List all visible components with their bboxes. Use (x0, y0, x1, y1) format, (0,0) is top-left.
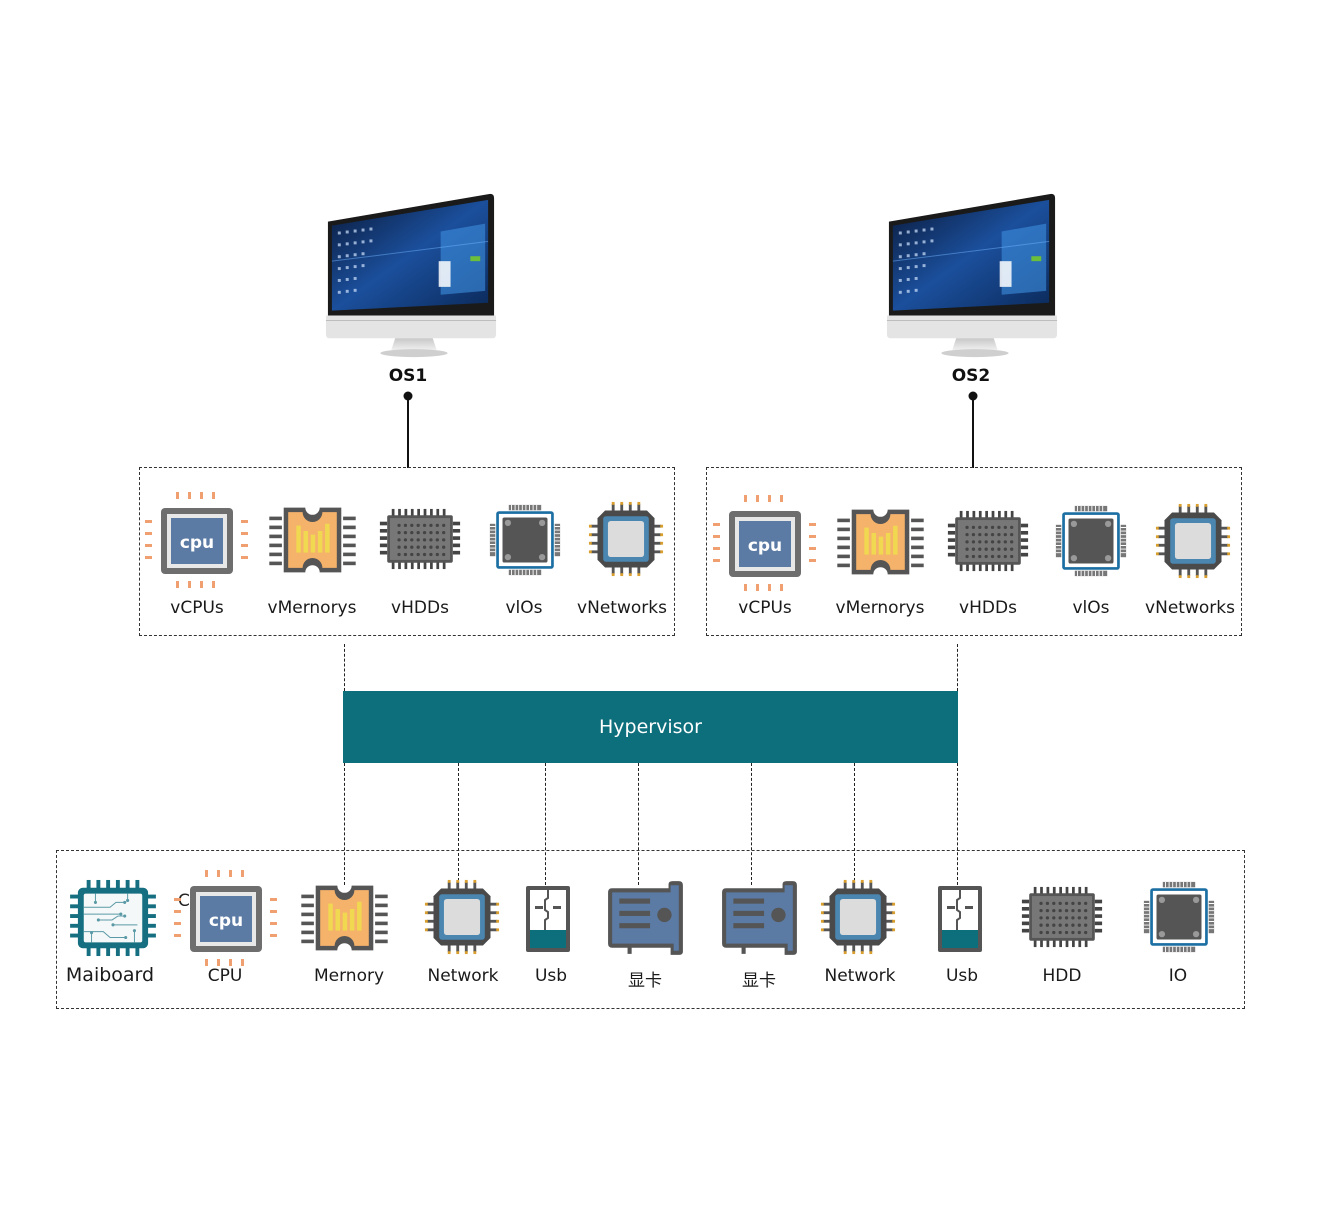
hw-usb-label: Usb (534, 966, 568, 986)
hw-gpu2-label: 显卡 (742, 971, 776, 991)
hypervisor-gpu-link (638, 763, 639, 885)
vm1-vios-label: vlOs (505, 598, 543, 618)
hw-network2-label: Network (824, 966, 896, 986)
vm2-vcpus-label: vCPUs (738, 598, 792, 618)
vm1-vcpus-label: vCPUs (170, 598, 224, 618)
hypervisor-network2-link (854, 763, 855, 881)
hdd-chip-icon (1021, 884, 1103, 950)
desktop-monitor-icon (883, 190, 1061, 362)
os2-label: OS2 (951, 366, 991, 386)
hw-io-label: IO (1168, 966, 1188, 986)
vmemory-chip-icon (833, 506, 928, 578)
hardware-box (56, 850, 1245, 1009)
vm1-vhdds-label: vHDDs (391, 598, 449, 618)
vm1-vnetworks-label: vNetworks (577, 598, 667, 618)
memory-chip-icon (297, 882, 392, 954)
vmemory-chip-icon (265, 504, 360, 576)
vnetwork-chip-icon (1155, 502, 1231, 580)
hw-hdd-label: HDD (1042, 966, 1082, 986)
hw-maiboard-label: Maiboard (65, 964, 155, 986)
hw-network-label: Network (427, 966, 499, 986)
network-chip-icon (820, 878, 896, 956)
cpu-chip-icon (172, 868, 282, 968)
hypervisor-gpu2-link (751, 763, 752, 885)
hypervisor-memory-link (344, 763, 345, 885)
vnetwork-chip-icon (588, 500, 664, 578)
stray-text: C (178, 891, 190, 911)
vm2-hypervisor-link (957, 644, 958, 691)
graphics-card-icon (605, 880, 687, 956)
vm2-vmemorys-label: vMernorys (835, 598, 925, 618)
os1-connector-line (407, 396, 409, 468)
os2-connector-line (972, 396, 974, 468)
hw-cpu-label: CPU (207, 966, 243, 986)
graphics-card-icon (719, 880, 801, 956)
os1-label: OS1 (388, 366, 428, 386)
vm2-vnetworks-label: vNetworks (1145, 598, 1235, 618)
hypervisor-usb2-link (957, 763, 958, 885)
usb-icon (521, 884, 579, 954)
hypervisor-usb-link (545, 763, 546, 885)
vio-chip-icon (489, 503, 561, 577)
io-chip-icon (1143, 880, 1215, 954)
motherboard-chip-icon (69, 879, 157, 957)
desktop-monitor-icon (322, 190, 500, 362)
vm2-resources-box (706, 467, 1242, 636)
vcpu-chip-icon (143, 490, 253, 590)
hw-usb2-label: Usb (945, 966, 979, 986)
hw-gpu-label: 显卡 (628, 971, 662, 991)
vm1-resources-box (139, 467, 675, 636)
hypervisor-label: Hypervisor (599, 716, 702, 738)
vhdd-chip-icon (379, 506, 461, 572)
usb-icon (933, 884, 991, 954)
vm1-vmemorys-label: vMernorys (267, 598, 357, 618)
hypervisor-bar: Hypervisor (343, 691, 958, 763)
vhdd-chip-icon (947, 508, 1029, 574)
vio-chip-icon (1055, 504, 1127, 578)
network-chip-icon (424, 878, 500, 956)
hypervisor-network-link (458, 763, 459, 881)
vm2-vhdds-label: vHDDs (959, 598, 1017, 618)
vm1-hypervisor-link (344, 644, 345, 691)
vm2-vios-label: vlOs (1072, 598, 1110, 618)
vcpu-chip-icon (711, 493, 821, 593)
hw-memory-label: Mernory (313, 966, 385, 986)
